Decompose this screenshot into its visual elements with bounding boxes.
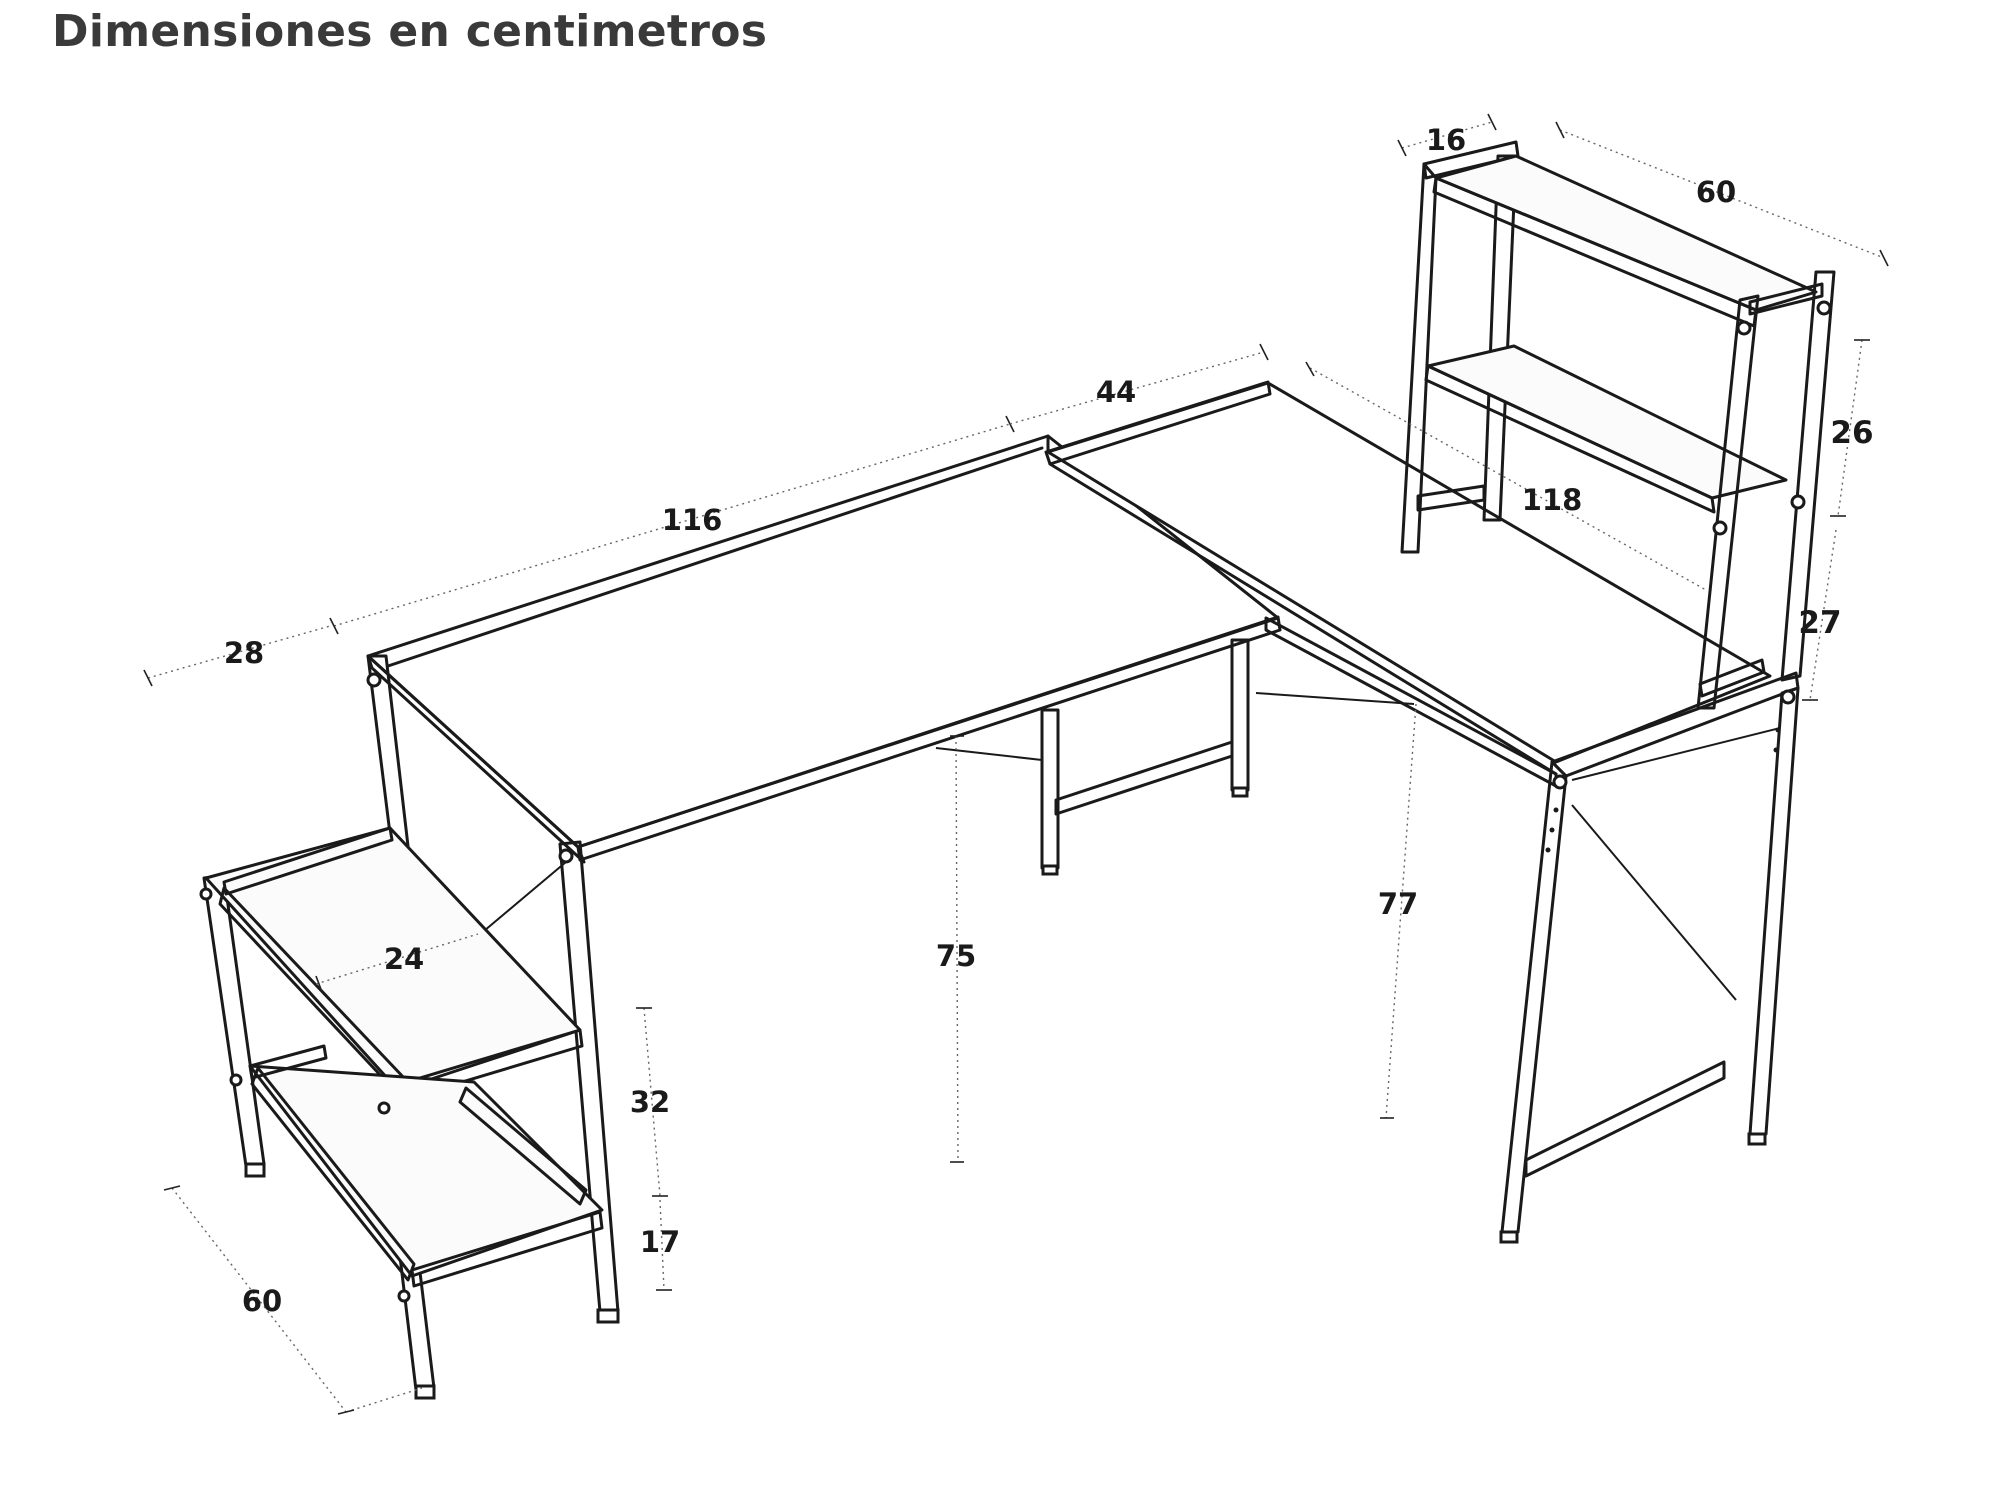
dim-60-right-label: 60 [1696,175,1736,209]
dim-24-label: 24 [384,942,424,976]
desk-right-top [1044,380,1772,776]
dimension-labels: 116 44 118 28 24 60 32 17 75 77 16 60 26… [224,123,1874,1318]
dim-77-label: 77 [1378,887,1418,921]
dim-118-label: 118 [1522,483,1583,517]
desk-middle-legs [935,638,1415,876]
desk-right-legs [1499,671,1800,1244]
dim-60-left-label: 60 [242,1284,282,1318]
page-title: Dimensiones en centimetros [52,6,768,57]
dim-26-label: 26 [1830,415,1873,451]
dim-28-label: 28 [224,636,264,670]
left-shelf-unit [199,654,620,1400]
dim-75-label: 75 [936,939,976,973]
dim-116-label: 116 [662,503,723,537]
dim-32-label: 32 [630,1085,670,1119]
dimension-lines [143,113,1889,1415]
dim-27-label: 27 [1798,605,1841,641]
dim-44-label: 44 [1096,375,1136,409]
dim-16-label: 16 [1426,123,1466,157]
hutch [1400,140,1836,710]
dim-17-label: 17 [640,1225,680,1259]
